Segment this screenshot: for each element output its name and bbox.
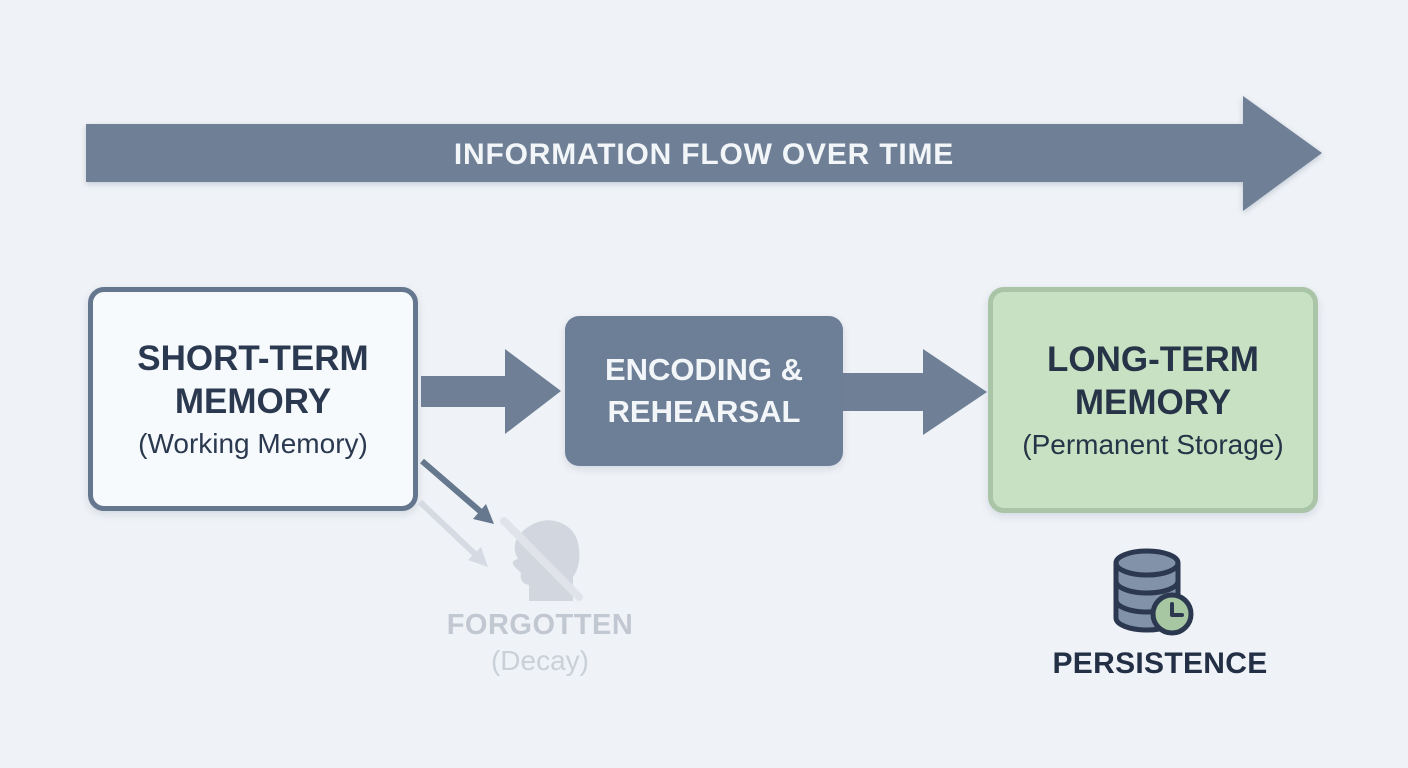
timeline-arrow-shape (86, 96, 1322, 211)
long-term-memory-title-line1: LONG-TERM (1047, 339, 1259, 379)
long-term-memory-box: LONG-TERM MEMORY (Permanent Storage) (988, 287, 1318, 513)
short-term-memory-box: SHORT-TERM MEMORY (Working Memory) (88, 287, 418, 511)
timeline-arrow-label: INFORMATION FLOW OVER TIME (453, 138, 955, 171)
slash-line (500, 517, 583, 601)
flow-arrow-1-shape (421, 349, 561, 434)
decay-arrow-light-icon (417, 499, 488, 567)
encoding-title-line2: REHEARSAL (607, 394, 801, 429)
short-term-memory-subtitle: (Working Memory) (138, 427, 368, 459)
forgotten-label-group: FORGOTTEN (Decay) (420, 608, 660, 678)
persistence-label: PERSISTENCE (1052, 647, 1268, 680)
forgotten-sublabel: (Decay) (490, 645, 589, 676)
encoding-rehearsal-box: ENCODING & REHEARSAL (565, 316, 843, 466)
head-slash-icon (500, 517, 583, 601)
short-term-memory-title-line2: MEMORY (174, 381, 332, 421)
forgotten-label: FORGOTTEN (446, 609, 634, 641)
long-term-memory-title-line2: MEMORY (1074, 382, 1232, 422)
clock-icon (1150, 592, 1194, 636)
decay-arrow-dark-icon (420, 458, 494, 524)
flow-arrow-2-shape (843, 349, 987, 435)
long-term-memory-subtitle: (Permanent Storage) (1022, 428, 1284, 460)
short-term-memory-title-line1: SHORT-TERM (137, 338, 369, 378)
encoding-title-line1: ENCODING & (604, 352, 804, 387)
